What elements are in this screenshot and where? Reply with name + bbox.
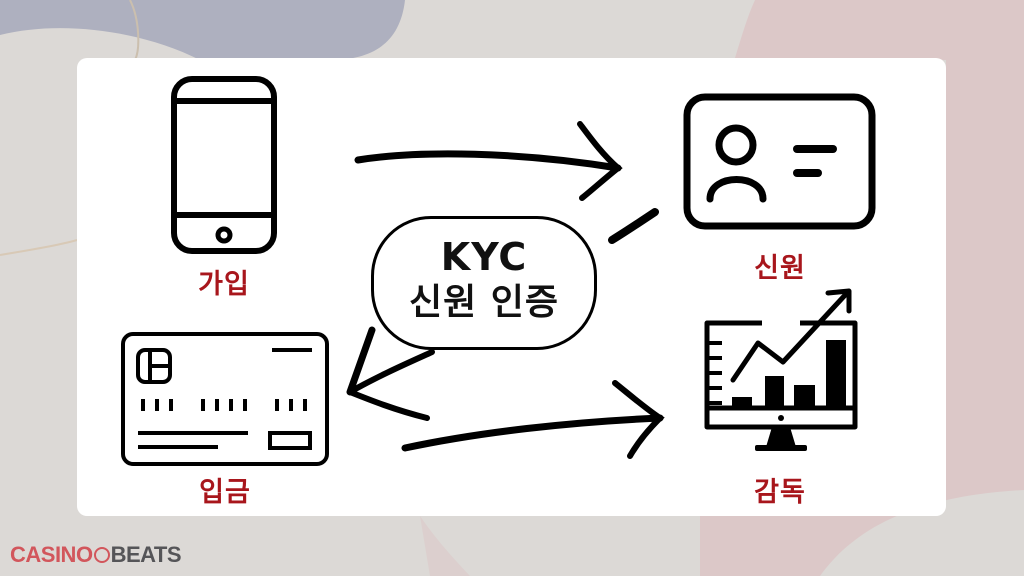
casinobeats-logo: CASINO BEATS bbox=[10, 542, 182, 568]
step-label-signup: 가입 bbox=[198, 269, 250, 300]
step-label-deposit: 입금 bbox=[199, 477, 251, 508]
logo-text-casino: CASINO bbox=[10, 542, 93, 567]
smartphone-icon bbox=[171, 76, 277, 254]
monitor-chart-icon bbox=[704, 288, 858, 451]
roulette-chip-icon bbox=[93, 547, 110, 563]
kyc-bubble: KYC 신원 인증 bbox=[371, 216, 597, 350]
logo-text-beats: BEATS bbox=[110, 542, 182, 567]
step-label-monitoring: 감독 bbox=[754, 477, 806, 508]
arrow-right-icon bbox=[401, 414, 664, 452]
step-label-identity: 신원 bbox=[754, 253, 806, 284]
arrow-right-icon bbox=[354, 150, 622, 172]
connector-icon bbox=[608, 208, 659, 244]
credit-card-icon bbox=[121, 332, 329, 466]
kyc-title: KYC bbox=[440, 235, 528, 279]
id-card-icon bbox=[683, 93, 876, 230]
arrow-left-icon bbox=[346, 326, 376, 396]
kyc-subtitle: 신원 인증 bbox=[408, 282, 559, 323]
